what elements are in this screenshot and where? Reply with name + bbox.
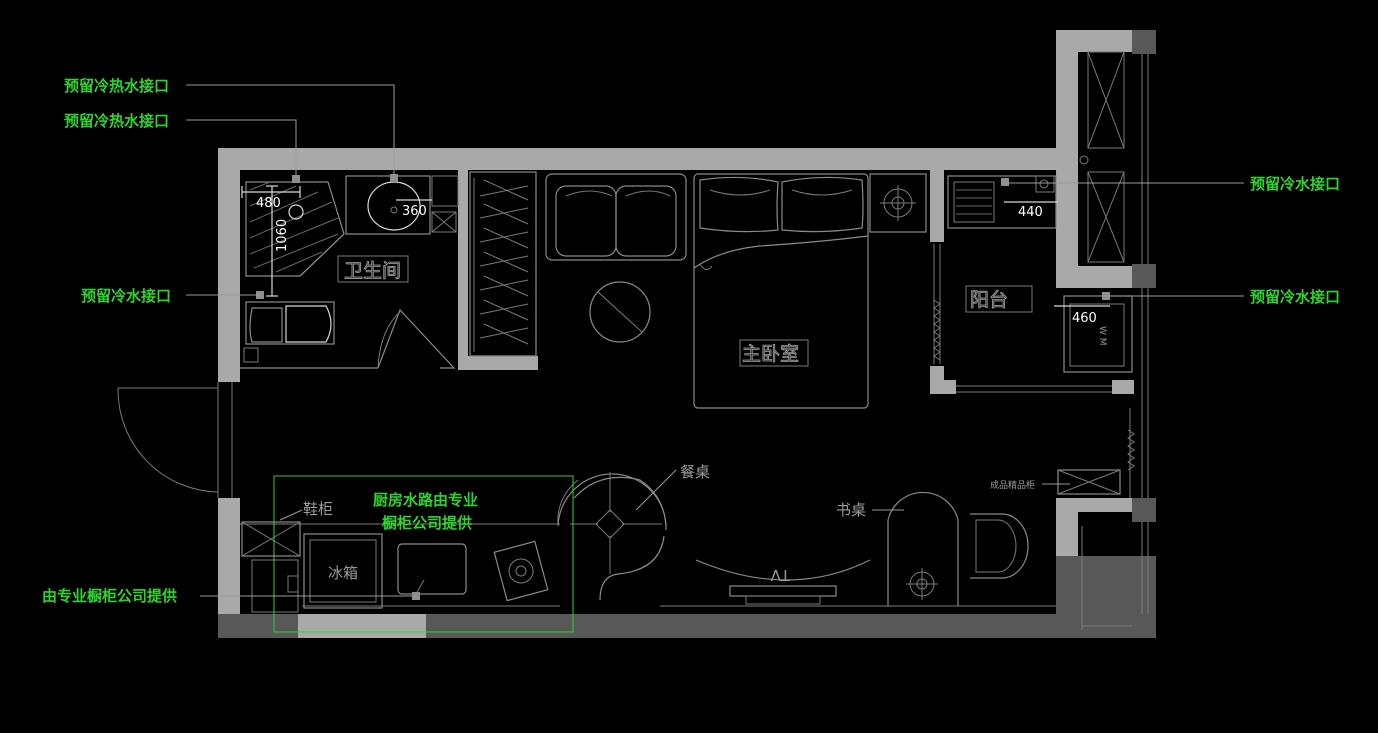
- annotation-cold-water-left: 预留冷水接口: [81, 287, 171, 305]
- desk-label: 书桌: [836, 501, 866, 519]
- kitchen: 鞋柜 冰箱: [240, 500, 560, 613]
- bathroom: 卫生间: [243, 175, 459, 369]
- dimension-440: 440: [1018, 205, 1043, 220]
- entry-door: [117, 382, 233, 498]
- wardrobe: [469, 171, 537, 357]
- bedroom: 主卧室: [545, 173, 927, 409]
- kitchen-note-box: [273, 475, 574, 633]
- annotation-kitchen-note-line1: 厨房水路由专业: [373, 491, 478, 509]
- dimension-460: 460: [1072, 311, 1097, 326]
- room-label-balcony: 阳台: [970, 289, 1008, 311]
- annotation-hot-cold-water-2: 预留冷热水接口: [64, 112, 169, 130]
- annotation-hot-cold-water-1: 预留冷热水接口: [64, 77, 169, 95]
- annotation-cold-water-right-top: 预留冷水接口: [1250, 175, 1340, 193]
- leader-lines: [186, 84, 1244, 597]
- fridge-label: 冰箱: [328, 564, 358, 582]
- walls: [218, 30, 1156, 638]
- annotation-cabinet-supply: 由专业橱柜公司提供: [42, 587, 177, 605]
- water-point-markers: [256, 174, 1110, 600]
- display-cabinet-label: 成品精品柜: [990, 479, 1035, 491]
- room-label-bathroom: 卫生间: [344, 260, 401, 282]
- room-label-master-bedroom: 主卧室: [742, 343, 799, 365]
- balcony: 440 阳台 W M 460: [933, 175, 1133, 393]
- tv-label: TV: [770, 566, 791, 584]
- window-lines: [1079, 51, 1149, 630]
- annotation-cold-water-right-bottom: 预留冷水接口: [1250, 288, 1340, 306]
- shoe-cabinet-label: 鞋柜: [303, 500, 333, 518]
- dining-table-label: 餐桌: [680, 463, 710, 481]
- dimension-480: 480: [256, 196, 281, 211]
- washing-machine-label: W M: [1097, 326, 1107, 346]
- bathroom-dimensions: 480 1060 360: [241, 185, 432, 297]
- living-area: 成品精品柜 餐桌 TV 书桌: [557, 408, 1135, 607]
- dimension-1060: 1060: [275, 219, 290, 252]
- annotation-kitchen-note-line2: 橱柜公司提供: [382, 514, 472, 532]
- annotations: 预留冷热水接口 预留冷热水接口 预留冷水接口 预留冷水接口 预留冷水接口 厨房水…: [42, 77, 1340, 605]
- dimension-360: 360: [402, 204, 427, 219]
